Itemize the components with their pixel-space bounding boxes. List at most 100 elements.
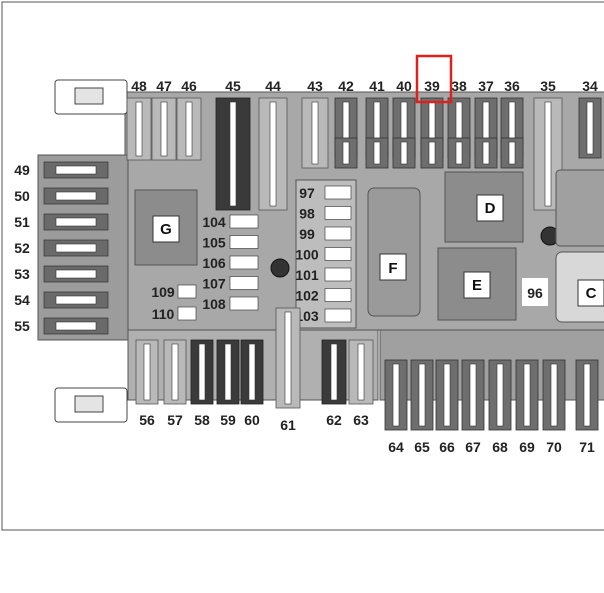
bottom-right-label-65: 65 — [414, 439, 430, 455]
left-fuse-label-50: 50 — [14, 188, 30, 204]
bottom-left-fuse-59 — [216, 339, 240, 405]
mid-fuse-103 — [324, 308, 352, 323]
relay-d-label: D — [485, 200, 496, 217]
relay-g-label: G — [160, 221, 172, 238]
mid-fuse-100 — [324, 247, 352, 261]
bottom-right-fuse-64 — [384, 359, 408, 431]
top-fuse-47 — [151, 97, 177, 161]
mid-fuse-label-103: 103 — [295, 308, 319, 324]
top-fuse-label-45: 45 — [225, 78, 241, 94]
top-fuse-lower-2 — [392, 137, 416, 169]
top-fuse-lower-3 — [420, 137, 444, 169]
bottom-right-label-68: 68 — [492, 439, 508, 455]
bottom-mid-fuse-61 — [275, 307, 301, 409]
g-small-fuse-110 — [177, 306, 197, 321]
left-fuse-52 — [43, 239, 109, 257]
bottom-right-fuse-71 — [575, 359, 599, 431]
left-fuse-label-55: 55 — [14, 318, 30, 334]
bottom-right-fuse-69 — [515, 359, 539, 431]
top-fuse-lower-1 — [365, 137, 389, 169]
g-fuse-106 — [229, 255, 259, 270]
left-fuse-49 — [43, 161, 109, 179]
left-fuse-label-53: 53 — [14, 266, 30, 282]
mount-tab-top — [54, 79, 128, 115]
mid-fuse-label-102: 102 — [295, 288, 319, 304]
top-fuse-label-43: 43 — [307, 78, 323, 94]
mid-fuse-101 — [324, 267, 352, 282]
top-fuse-lower-4 — [447, 137, 471, 169]
top-fuse-label-35: 35 — [540, 78, 556, 94]
label-96-box — [522, 278, 548, 306]
left-fuse-label-54: 54 — [14, 292, 30, 308]
relay-f-label: F — [388, 260, 397, 277]
left-fuse-label-52: 52 — [14, 240, 30, 256]
top-fuse-label-44: 44 — [265, 78, 281, 94]
bottom-right-fuse-65 — [410, 359, 434, 431]
left-fuse-label-51: 51 — [14, 214, 30, 230]
top-fuse-label-38: 38 — [451, 78, 467, 94]
g-small-label-109: 109 — [151, 284, 175, 300]
left-fuse-label-49: 49 — [14, 162, 30, 178]
top-fuse-43 — [301, 97, 329, 169]
bottom-left-fuse-56 — [135, 339, 159, 405]
bottom-right-label-71: 71 — [579, 439, 595, 455]
mid-fuse-label-99: 99 — [299, 226, 315, 242]
bottom-mid-fuse-62 — [321, 339, 347, 405]
left-fuse-group: 49 50 51 52 53 54 55 — [14, 161, 109, 335]
relay-f-label-box — [379, 253, 407, 281]
top-fuse-34 — [578, 97, 602, 159]
top-fuse-label-39: 39 — [424, 78, 440, 94]
bottom-left-fuse-57 — [163, 339, 187, 405]
mid-fuse-97 — [324, 185, 352, 200]
relay-e-label-box — [463, 271, 491, 299]
bottom-left-label-56: 56 — [139, 412, 155, 428]
bottom-left-label-60: 60 — [244, 412, 260, 428]
left-fuse-54 — [43, 291, 109, 309]
bottom-right-label-69: 69 — [519, 439, 535, 455]
mid-fuse-label-97: 97 — [299, 185, 315, 201]
bottom-right-fuse-group: 64 65 66 67 68 69 70 71 — [384, 359, 599, 455]
top-fuse-lower-6 — [500, 137, 524, 169]
left-fuse-53 — [43, 265, 109, 283]
top-fuse-label-40: 40 — [396, 78, 412, 94]
mid-fuse-99 — [324, 226, 352, 241]
left-fuse-50 — [43, 187, 109, 205]
top-fuse-label-37: 37 — [478, 78, 494, 94]
bottom-right-fuse-66 — [435, 359, 459, 431]
relay-e-label: E — [472, 277, 482, 294]
left-fuse-51 — [43, 213, 109, 231]
bottom-right-fuse-70 — [542, 359, 566, 431]
left-fuse-55 — [43, 317, 109, 335]
top-fuse-44 — [258, 97, 288, 211]
bottom-mid-label-61: 61 — [280, 417, 296, 433]
bottom-right-label-66: 66 — [439, 439, 455, 455]
bottom-mid-fuse-63 — [348, 339, 374, 405]
bottom-left-fuse-58 — [190, 339, 214, 405]
bottom-mid-label-62: 62 — [326, 412, 342, 428]
highlight-39 — [415, 54, 453, 104]
g-fuse-label-107: 107 — [202, 276, 226, 292]
mount-tab-bottom — [54, 387, 128, 423]
bottom-right-label-64: 64 — [388, 439, 404, 455]
mid-fuse-label-100: 100 — [295, 247, 319, 263]
g-fuse-label-106: 106 — [202, 255, 226, 271]
bottom-right-label-70: 70 — [546, 439, 562, 455]
bottom-right-fuse-68 — [488, 359, 512, 431]
top-fuse-45 — [215, 97, 251, 211]
mid-fuse-label-101: 101 — [295, 267, 319, 283]
bottom-right-fuse-67 — [461, 359, 485, 431]
g-small-label-110: 110 — [152, 306, 175, 322]
mid-fuse-98 — [324, 206, 352, 220]
bottom-right-label-67: 67 — [465, 439, 481, 455]
top-fuse-label-34: 34 — [582, 78, 598, 94]
relay-f — [367, 187, 421, 317]
top-fuse-lower-0 — [334, 137, 358, 169]
g-fuse-label-104: 104 — [202, 214, 226, 230]
top-fuse-label-46: 46 — [181, 78, 197, 94]
